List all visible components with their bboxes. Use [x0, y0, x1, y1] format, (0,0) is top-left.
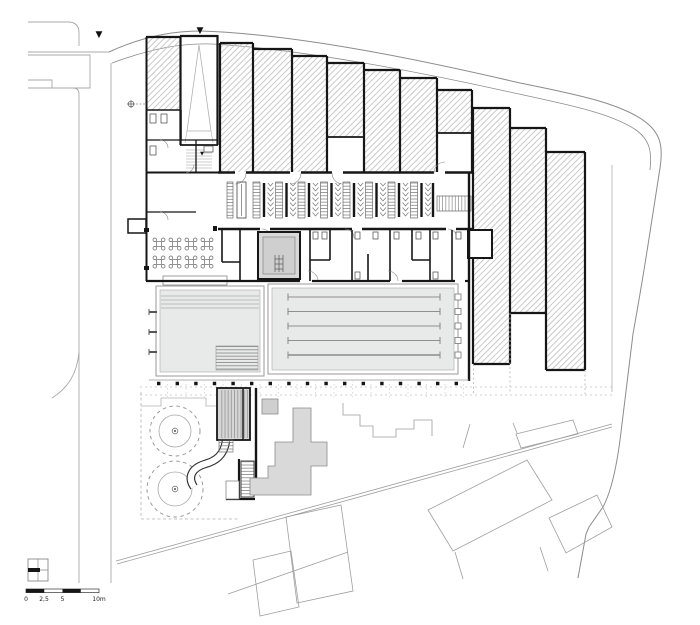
stepped-neighbor-outline [342, 403, 433, 438]
cafe-terrace [152, 237, 228, 286]
boundary-outer [108, 30, 662, 579]
key-map-site-highlight [28, 568, 40, 572]
scale-label: 2,5 [39, 596, 49, 603]
driveway-curve [51, 351, 80, 399]
changing-hall [218, 161, 472, 239]
outdoor-terrace [140, 386, 612, 520]
wc-fixtures [312, 231, 462, 280]
pool-stairs [215, 345, 259, 371]
cafe-table [152, 255, 166, 269]
parcel-line [462, 423, 471, 449]
scale-bar: 0 2,5 5 10m [24, 588, 106, 603]
cafe-table [200, 237, 214, 251]
site-boundary-line [108, 30, 662, 579]
pool-ladder-icon [148, 309, 157, 355]
entrance-marker-icon-small: ▼ [200, 151, 204, 157]
cafe-table [184, 237, 198, 251]
parcel-line [454, 551, 464, 580]
tower-steps [218, 439, 234, 453]
boundary-inner [111, 43, 652, 171]
partition-walls [221, 230, 453, 281]
bench-shelf [226, 181, 234, 219]
spiral-slide-2 [146, 460, 204, 518]
lap-pool [267, 283, 462, 375]
roof-strip-projection-lines [473, 165, 613, 394]
neighbor-building [548, 494, 613, 554]
east-annex-room [467, 229, 493, 259]
slide-tower [216, 387, 251, 453]
cafe-table [168, 255, 182, 269]
spiral-slide-1 [149, 405, 201, 457]
west-parcel-outline [28, 54, 91, 89]
cafe-table [200, 255, 214, 269]
scale-label: 10m [92, 596, 106, 603]
neighboring-parcels [115, 403, 613, 617]
staircase [436, 195, 472, 212]
entrance-marker-icon: ▼ [96, 30, 103, 40]
changing-hall-walls [218, 171, 472, 231]
plant-room [261, 398, 279, 415]
entrance-marker-icon: ▼ [197, 26, 204, 36]
stairwell-core [257, 231, 301, 280]
lane-lines [287, 293, 441, 359]
pool-hall-walls [146, 172, 471, 381]
skylight-wedge-outline [186, 44, 212, 132]
locker-block [236, 181, 247, 219]
scale-label: 0 [24, 596, 28, 603]
neighbor-building [252, 550, 300, 617]
path-edge [115, 423, 613, 562]
parcel-line [512, 422, 518, 434]
locker-bench-groups [251, 180, 433, 220]
path-edge [116, 426, 613, 565]
door-arcs [307, 270, 399, 282]
path-edge [227, 551, 349, 595]
neighbor-building [285, 504, 354, 604]
scale-label: 5 [61, 596, 65, 603]
neighbor-building [515, 419, 579, 449]
pool-steps-lines [161, 295, 259, 309]
neighbor-building [427, 459, 553, 552]
cafe-table [168, 237, 182, 251]
west-service-rooms [127, 37, 218, 281]
existing-building-footprint [249, 407, 328, 496]
sanitary-band [221, 229, 493, 282]
survey-point-icon [127, 100, 146, 108]
cafe-table [184, 255, 198, 269]
starting-blocks [454, 293, 462, 359]
teaching-pool [148, 285, 265, 377]
roof-strip-walls [146, 35, 587, 372]
street-kerb [28, 87, 80, 583]
ladder-icon [274, 255, 284, 272]
wedge-ramp-steps [186, 149, 212, 169]
street-network [28, 21, 112, 583]
roof-light-strips [146, 35, 613, 394]
door-arcs [159, 139, 195, 221]
cafe-table [152, 237, 166, 251]
roof-strip-hatch [146, 37, 585, 370]
parcel-line [539, 546, 549, 572]
wc-fixtures [149, 113, 214, 156]
legend: 0 2,5 5 10m [24, 558, 106, 603]
terrace-tick-band [150, 381, 470, 397]
thresholds [144, 226, 217, 270]
street-kerb [28, 21, 80, 46]
location-key-map [27, 558, 49, 582]
